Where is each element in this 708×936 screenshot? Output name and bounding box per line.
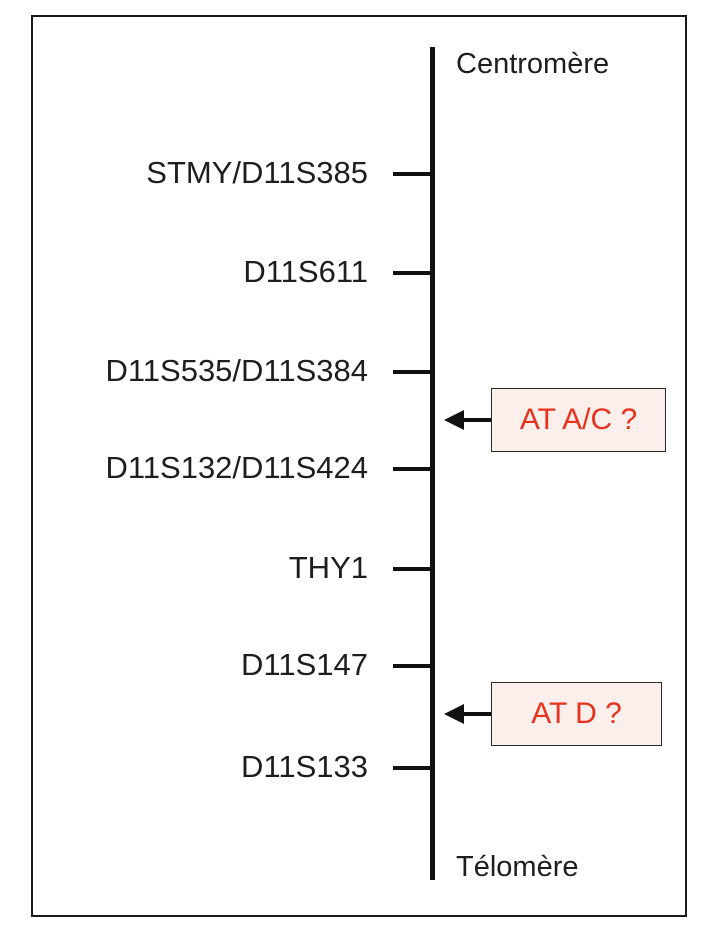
marker-label-thy1: THY1 [288, 550, 368, 585]
marker-tick-d11s535-d11s384 [393, 370, 433, 374]
marker-label-d11s535-d11s384: D11S535/D11S384 [105, 353, 368, 388]
marker-label-d11s133: D11S133 [241, 749, 368, 784]
at-ac-arrow-icon [444, 410, 492, 430]
arrow-head [444, 410, 464, 430]
arrow-shaft [460, 418, 492, 422]
marker-tick-d11s133 [393, 766, 433, 770]
candidate-locus-at-ac: AT A/C ? [491, 388, 666, 452]
chromosome-axis [430, 47, 435, 880]
marker-label-d11s611: D11S611 [243, 254, 368, 289]
marker-tick-d11s132-d11s424 [393, 467, 433, 471]
marker-label-stmy-d11s385: STMY/D11S385 [146, 155, 368, 190]
marker-tick-d11s147 [393, 664, 433, 668]
candidate-locus-at-d: AT D ? [491, 682, 662, 746]
centromere-label: Centromère [456, 48, 610, 80]
marker-label-d11s147: D11S147 [241, 647, 368, 682]
arrow-head [444, 704, 464, 724]
marker-tick-stmy-d11s385 [393, 172, 433, 176]
at-d-arrow-icon [444, 704, 492, 724]
marker-label-d11s132-d11s424: D11S132/D11S424 [105, 450, 368, 485]
telomere-label: Télomère [456, 851, 579, 883]
marker-tick-d11s611 [393, 271, 433, 275]
arrow-shaft [460, 712, 492, 716]
figure-frame [31, 15, 687, 917]
marker-tick-thy1 [393, 567, 433, 571]
